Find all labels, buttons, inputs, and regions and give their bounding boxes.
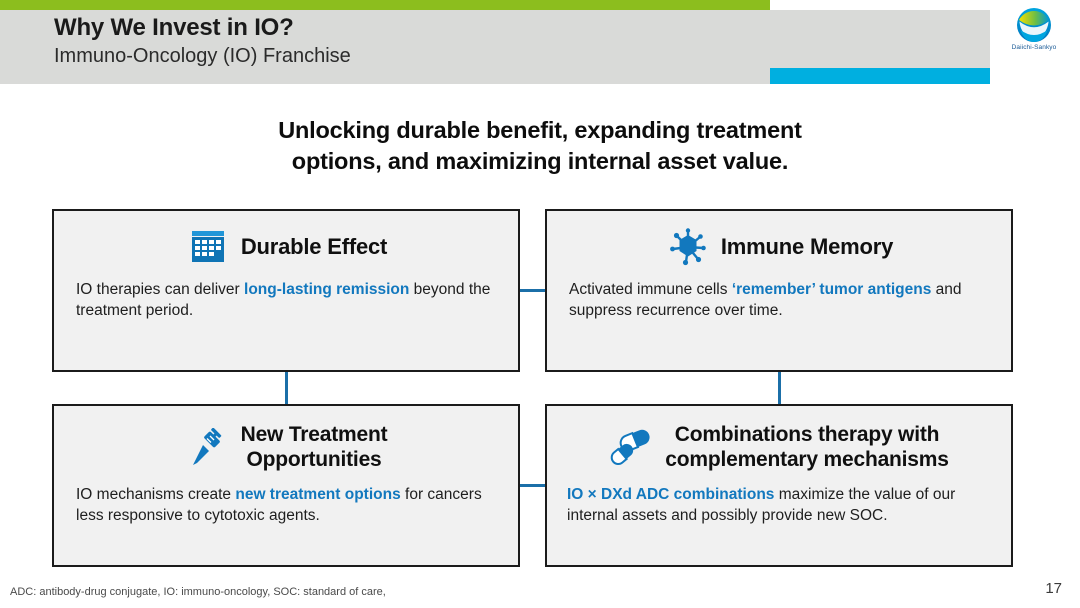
header-gray-panel [0, 10, 990, 68]
card-durable-effect[interactable]: Durable Effect IO therapies can deliver … [52, 209, 520, 372]
card-body-text-post: for cancers less responsive to cytotoxic… [76, 486, 482, 525]
card-title-line-2: complementary mechanisms [665, 448, 949, 471]
card-body-text-post: beyond the treatment period. [76, 281, 491, 320]
header-cyan-accent-bar [770, 68, 990, 84]
card-new-treatment-opportunities[interactable]: New Treatment Opportunities IO mechanism… [52, 404, 520, 567]
headline-line-2: options, and maximizing internal asset v… [291, 148, 789, 175]
card-body-text-pre: IO mechanisms create [76, 486, 236, 503]
card-body-highlight: new treatment options [235, 486, 401, 503]
calendar-icon [185, 224, 231, 270]
card-title-line-1: New Treatment [240, 423, 388, 447]
card-header: Combinations therapy with complementary … [547, 406, 1011, 478]
logo-wordmark: Daiichi-Sankyo [1011, 44, 1057, 51]
card-immune-memory[interactable]: Immune Memory Activated immune cells ‘re… [545, 209, 1013, 372]
card-title-line-2: Opportunities [246, 448, 382, 471]
virus-cell-icon [665, 224, 711, 270]
card-body-text-post: maximize the value of our internal asset… [567, 486, 956, 525]
header-gray-panel-lower [0, 68, 770, 84]
card-header: Immune Memory [547, 211, 1011, 273]
card-body: IO mechanisms create new treatment optio… [54, 478, 518, 527]
headline-line-1: Unlocking durable benefit, expanding tre… [278, 117, 802, 143]
page-number: 17 [1045, 580, 1062, 597]
connector-right-vertical [778, 371, 781, 405]
main-headline: Unlocking durable benefit, expanding tre… [0, 115, 1080, 178]
card-body: IO therapies can deliver long-lasting re… [54, 273, 518, 322]
connector-top-horizontal [519, 289, 546, 292]
card-body: Activated immune cells ‘remember’ tumor … [547, 273, 1011, 322]
card-combinations-therapy[interactable]: Combinations therapy with complementary … [545, 404, 1013, 567]
page-subtitle: Immuno-Oncology (IO) Franchise [54, 45, 351, 67]
card-header: New Treatment Opportunities [54, 406, 518, 478]
card-header: Durable Effect [54, 211, 518, 273]
daiichi-sankyo-logo-icon [1017, 8, 1051, 42]
connector-bottom-horizontal [519, 484, 546, 487]
pills-icon [609, 425, 655, 471]
card-title: Combinations therapy with complementary … [665, 423, 949, 473]
card-body-highlight: ‘remember’ tumor antigens [731, 281, 932, 298]
page-title: Why We Invest in IO? [54, 14, 294, 41]
card-title-line-1: Combinations therapy with [674, 423, 940, 447]
footnote-abbreviations: ADC: antibody-drug conjugate, IO: immuno… [10, 586, 386, 598]
card-title: Immune Memory [720, 234, 894, 260]
slide-header: Why We Invest in IO? Immuno-Oncology (IO… [0, 0, 1080, 92]
card-title: New Treatment Opportunities [241, 423, 388, 473]
card-body-highlight: IO × DXd ADC combinations [567, 486, 775, 503]
syringe-icon [185, 425, 231, 471]
connector-left-vertical [285, 371, 288, 405]
card-title: Durable Effect [240, 234, 388, 260]
card-body-text-pre: IO therapies can deliver [76, 281, 245, 298]
company-logo: Daiichi-Sankyo [1003, 6, 1065, 58]
card-body-highlight: long-lasting remission [244, 281, 410, 298]
card-body-text-post: and suppress recurrence over time. [569, 281, 962, 320]
header-green-accent-bar [0, 0, 770, 10]
card-body-text-pre: Activated immune cells [569, 281, 732, 298]
card-body: IO × DXd ADC combinations maximize the v… [547, 478, 1011, 527]
